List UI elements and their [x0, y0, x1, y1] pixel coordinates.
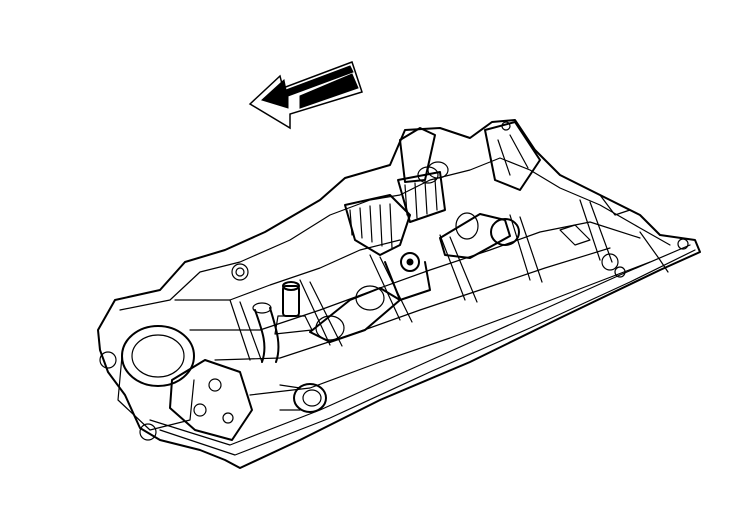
pcv-tube [252, 302, 280, 363]
wiring-connector-cluster [344, 171, 446, 301]
throttle-body-opening [99, 325, 195, 441]
sensor-port [279, 383, 327, 413]
rear-flange [399, 121, 541, 191]
mounting-bracket [169, 359, 253, 441]
right-end-ears [231, 194, 689, 281]
fuel-rail-assembly [309, 212, 520, 343]
vacuum-fitting [274, 281, 313, 335]
intake-manifold-body [97, 119, 701, 469]
front-direction-arrow-icon [248, 61, 363, 130]
